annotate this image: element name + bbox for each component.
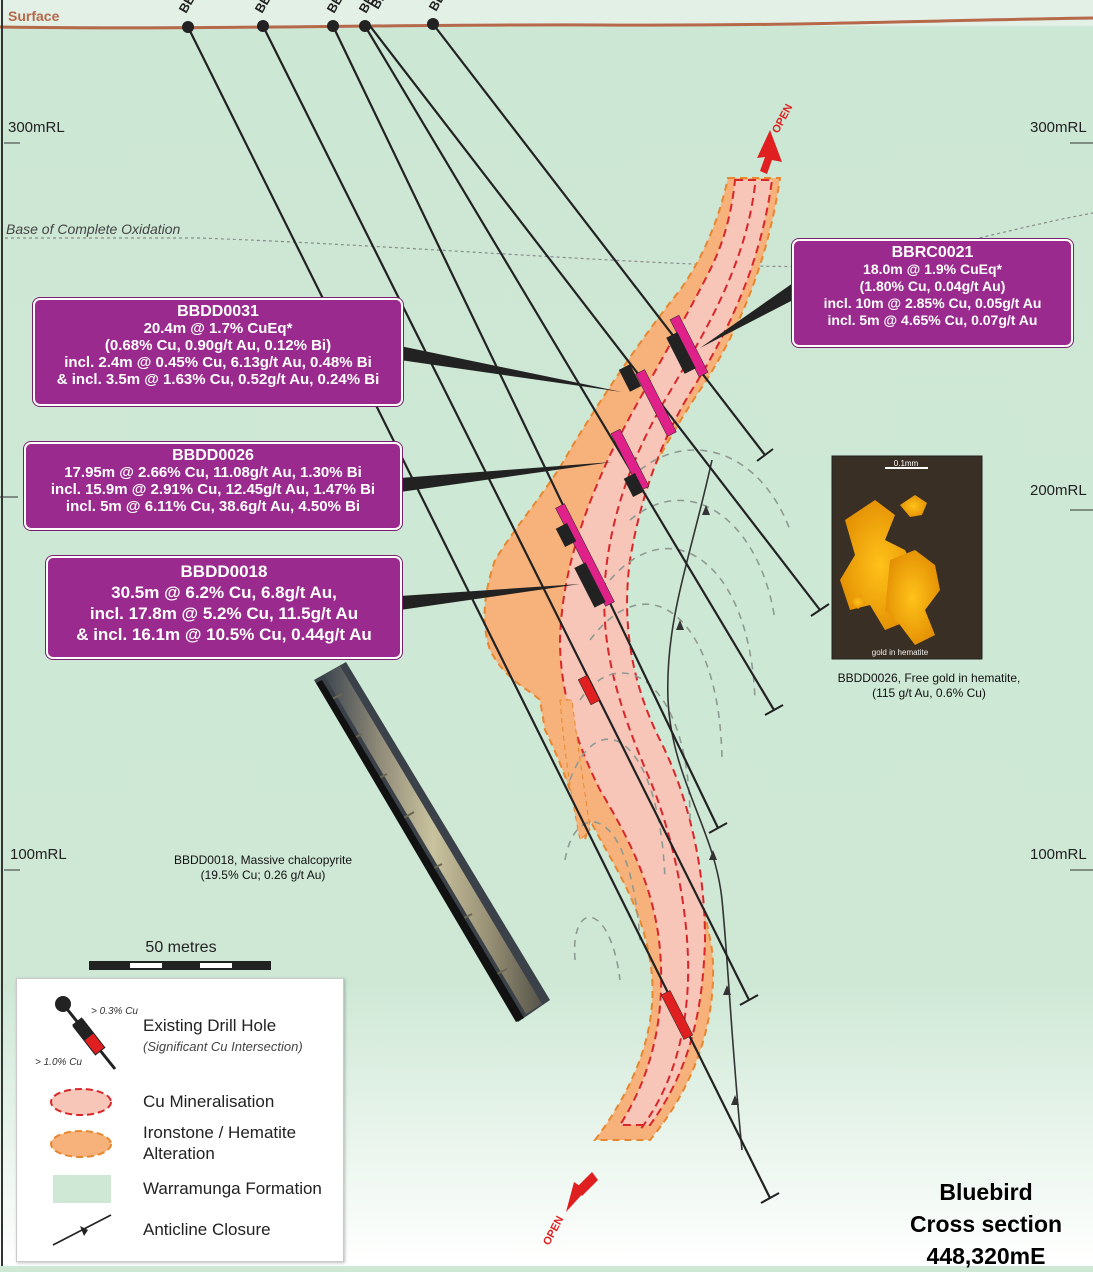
surface-label: Surface <box>8 8 60 24</box>
gold-photo: 0.1mm gold in hematite <box>832 456 982 659</box>
callout-bbdd0031: BBDD0031 20.4m @ 1.7% CuEq* (0.68% Cu, 0… <box>33 298 403 406</box>
oxidation-label: Base of Complete Oxidation <box>6 221 181 237</box>
title-line: Cross section <box>880 1208 1092 1240</box>
callout-line: incl. 2.4m @ 0.45% Cu, 6.13g/t Au, 0.48%… <box>41 354 395 371</box>
title-line: Bluebird <box>880 1176 1092 1208</box>
callout-title: BBDD0031 <box>41 303 395 320</box>
callout-line: incl. 5m @ 6.11% Cu, 38.6g/t Au, 4.50% B… <box>32 498 394 515</box>
legend-drill-hole-text: Existing Drill Hole <box>143 1016 276 1035</box>
callout-line: & incl. 3.5m @ 1.63% Cu, 0.52g/t Au, 0.2… <box>41 371 395 388</box>
legend-ironstone-swatch <box>51 1131 111 1157</box>
legend-threshold-low: > 1.0% Cu <box>35 1057 82 1068</box>
caption-line: BBDD0026, Free gold in hematite, <box>796 671 1062 686</box>
callout-bbdd0026: BBDD0026 17.95m @ 2.66% Cu, 11.08g/t Au,… <box>24 442 402 530</box>
legend-ironstone-label: Ironstone / Hematite Alteration <box>143 1122 296 1164</box>
callout-line: & incl. 16.1m @ 10.5% Cu, 0.44g/t Au <box>54 624 394 645</box>
caption-line: BBDD0018, Massive chalcopyrite <box>128 853 398 868</box>
callout-line: incl. 15.9m @ 2.91% Cu, 12.45g/t Au, 1.4… <box>32 481 394 498</box>
callout-line: (1.80% Cu, 0.04g/t Au) <box>800 278 1065 295</box>
callout-line: 30.5m @ 6.2% Cu, 6.8g/t Au, <box>54 582 394 603</box>
callout-line: 17.95m @ 2.66% Cu, 11.08g/t Au, 1.30% Bi <box>32 464 394 481</box>
callout-line: (0.68% Cu, 0.90g/t Au, 0.12% Bi) <box>41 337 395 354</box>
legend-ironstone-line: Ironstone / Hematite <box>143 1122 296 1143</box>
legend-collar-icon <box>55 996 71 1012</box>
gold-scale-label: 0.1mm <box>894 459 919 468</box>
gold-photo-caption: BBDD0026, Free gold in hematite, (115 g/… <box>796 671 1062 701</box>
rl-label-300-left: 300mRL <box>8 119 65 136</box>
callout-title: BBDD0018 <box>54 561 394 582</box>
legend-drill-hole-label: Existing Drill Hole (Significant Cu Inte… <box>143 1015 303 1057</box>
legend: > 0.3% Cu > 1.0% Cu Existing Drill Hole … <box>16 978 344 1262</box>
legend-threshold-high: > 0.3% Cu <box>91 1006 138 1017</box>
legend-formation-label: Warramunga Formation <box>143 1178 322 1199</box>
callout-line: 18.0m @ 1.9% CuEq* <box>800 261 1065 278</box>
caption-line: (19.5% Cu; 0.26 g/t Au) <box>128 868 398 883</box>
rl-label-100-right: 100mRL <box>1030 846 1087 863</box>
legend-cu-label: Cu Mineralisation <box>143 1091 274 1112</box>
legend-drill-hole-subtext: (Significant Cu Intersection) <box>143 1036 303 1057</box>
callout-line: incl. 17.8m @ 5.2% Cu, 11.5g/t Au <box>54 603 394 624</box>
callout-bbdd0018: BBDD0018 30.5m @ 6.2% Cu, 6.8g/t Au, inc… <box>46 556 402 659</box>
callout-line: incl. 10m @ 2.85% Cu, 0.05g/t Au <box>800 295 1065 312</box>
title-line: 448,320mE <box>880 1240 1092 1272</box>
callout-line: incl. 5m @ 4.65% Cu, 0.07g/t Au <box>800 312 1065 329</box>
legend-ironstone-line: Alteration <box>143 1143 296 1164</box>
scale-bar-label: 50 metres <box>145 939 216 956</box>
callout-bbrc0021: BBRC0021 18.0m @ 1.9% CuEq* (1.80% Cu, 0… <box>792 239 1073 347</box>
legend-cu-swatch <box>51 1089 111 1115</box>
section-title: Bluebird Cross section 448,320mE <box>880 1176 1092 1272</box>
legend-anticline-label: Anticline Closure <box>143 1219 271 1240</box>
rl-label-100-left: 100mRL <box>10 846 67 863</box>
legend-formation-swatch <box>53 1175 111 1203</box>
core-photo-caption: BBDD0018, Massive chalcopyrite (19.5% Cu… <box>128 853 398 883</box>
rl-label-200-right: 200mRL <box>1030 482 1087 499</box>
gold-inset-label: gold in hematite <box>872 648 929 657</box>
rl-label-300-right: 300mRL <box>1030 119 1087 136</box>
callout-line: 20.4m @ 1.7% CuEq* <box>41 320 395 337</box>
caption-line: (115 g/t Au, 0.6% Cu) <box>796 686 1062 701</box>
callout-title: BBRC0021 <box>800 244 1065 261</box>
callout-title: BBDD0026 <box>32 447 394 464</box>
